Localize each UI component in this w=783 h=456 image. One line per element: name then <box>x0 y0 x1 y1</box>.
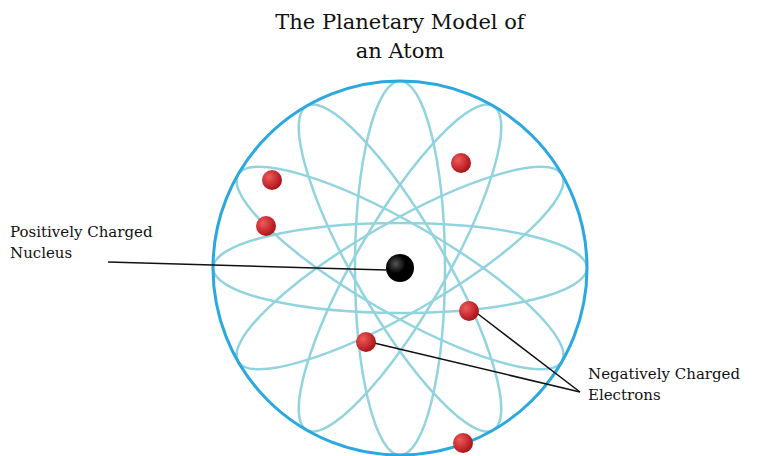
nucleus <box>386 254 414 282</box>
diagram-title: The Planetary Model of an Atom <box>269 8 531 66</box>
leader-lines <box>108 262 580 392</box>
nucleus-label: Positively Charged Nucleus <box>10 222 186 264</box>
orbits <box>213 81 587 455</box>
electrons-label: Negatively Charged Electrons <box>588 364 776 406</box>
atom-sphere <box>213 81 587 455</box>
electrons <box>256 153 479 453</box>
